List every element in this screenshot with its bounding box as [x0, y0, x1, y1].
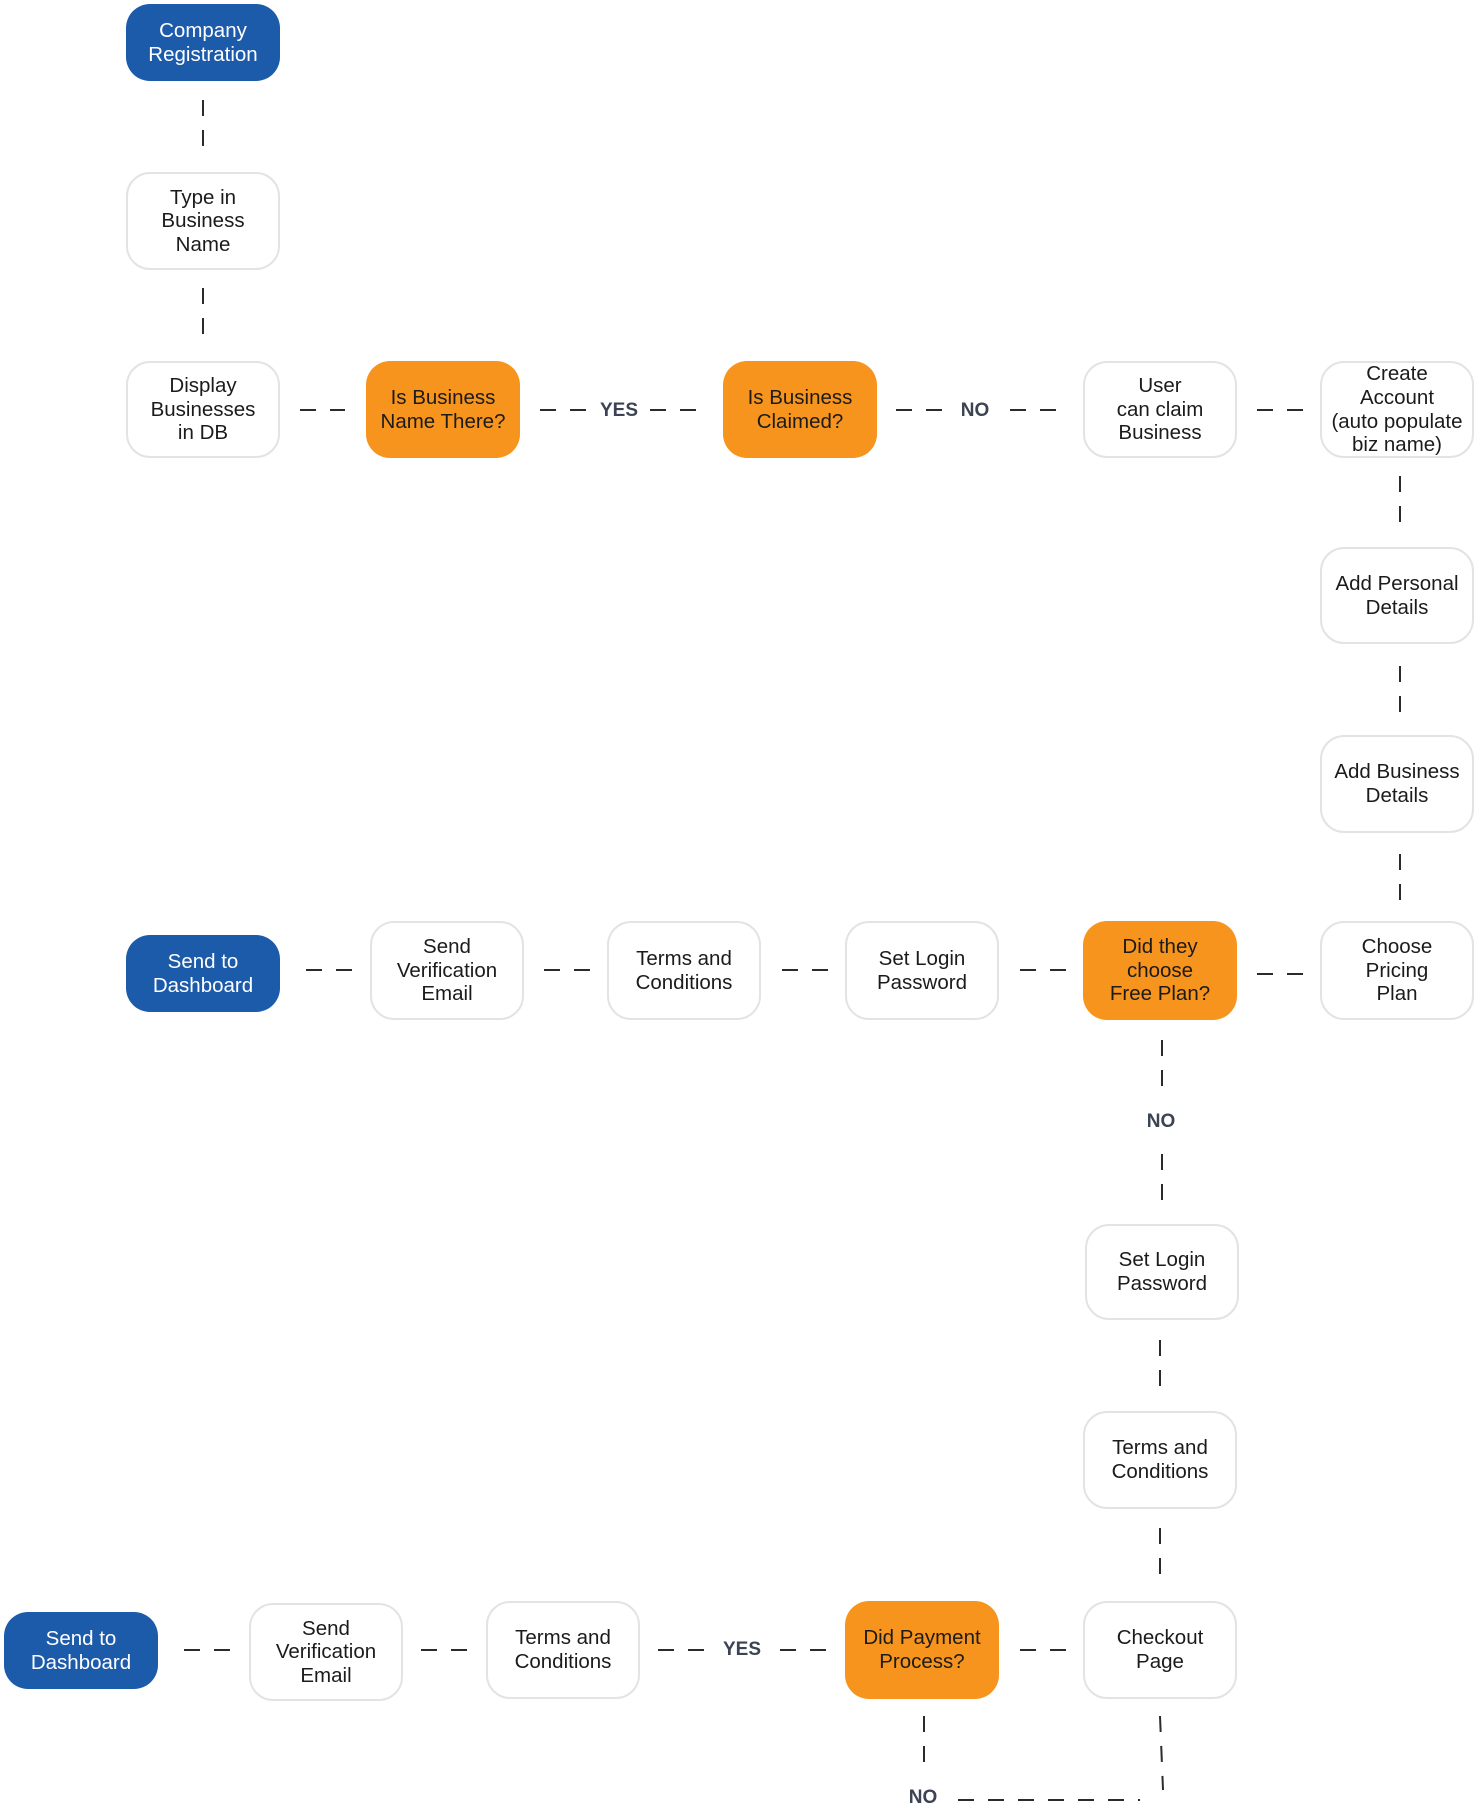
- type-business-name-node: Type in Business Name: [126, 172, 280, 270]
- display-businesses-node: Display Businesses in DB: [126, 361, 280, 458]
- add-business-details-node: Add Business Details: [1320, 735, 1474, 833]
- send-verification-email-node: Send Verification Email: [370, 921, 524, 1020]
- send-to-dashboard-node: Send to Dashboard: [126, 935, 280, 1012]
- connector-line: [1159, 1715, 1164, 1791]
- send-verification-email-node-payment: Send Verification Email: [249, 1603, 403, 1701]
- yes-label: YES: [716, 1639, 768, 1661]
- company-registration-node: Company Registration: [126, 4, 280, 81]
- no-label: NO: [902, 1787, 944, 1809]
- terms-conditions-node-payment: Terms and Conditions: [486, 1601, 640, 1699]
- send-to-dashboard-node-payment: Send to Dashboard: [4, 1612, 158, 1689]
- terms-conditions-node: Terms and Conditions: [607, 921, 761, 1020]
- is-business-claimed-decision: Is Business Claimed?: [723, 361, 877, 458]
- did-payment-process-decision: Did Payment Process?: [845, 1601, 999, 1699]
- no-label: NO: [954, 400, 996, 422]
- create-account-node: Create Account (auto populate biz name): [1320, 361, 1474, 458]
- add-personal-details-node: Add Personal Details: [1320, 547, 1474, 644]
- set-login-password-node: Set Login Password: [845, 921, 999, 1020]
- did-choose-free-plan-decision: Did they choose Free Plan?: [1083, 921, 1237, 1020]
- terms-conditions-node-paid: Terms and Conditions: [1083, 1411, 1237, 1509]
- choose-pricing-plan-node: Choose Pricing Plan: [1320, 921, 1474, 1020]
- is-business-name-there-decision: Is Business Name There?: [366, 361, 520, 458]
- set-login-password-node-paid: Set Login Password: [1085, 1224, 1239, 1320]
- yes-label: YES: [593, 400, 645, 422]
- checkout-page-node: Checkout Page: [1083, 1601, 1237, 1699]
- no-label: NO: [1140, 1111, 1182, 1133]
- user-can-claim-node: User can claim Business: [1083, 361, 1237, 458]
